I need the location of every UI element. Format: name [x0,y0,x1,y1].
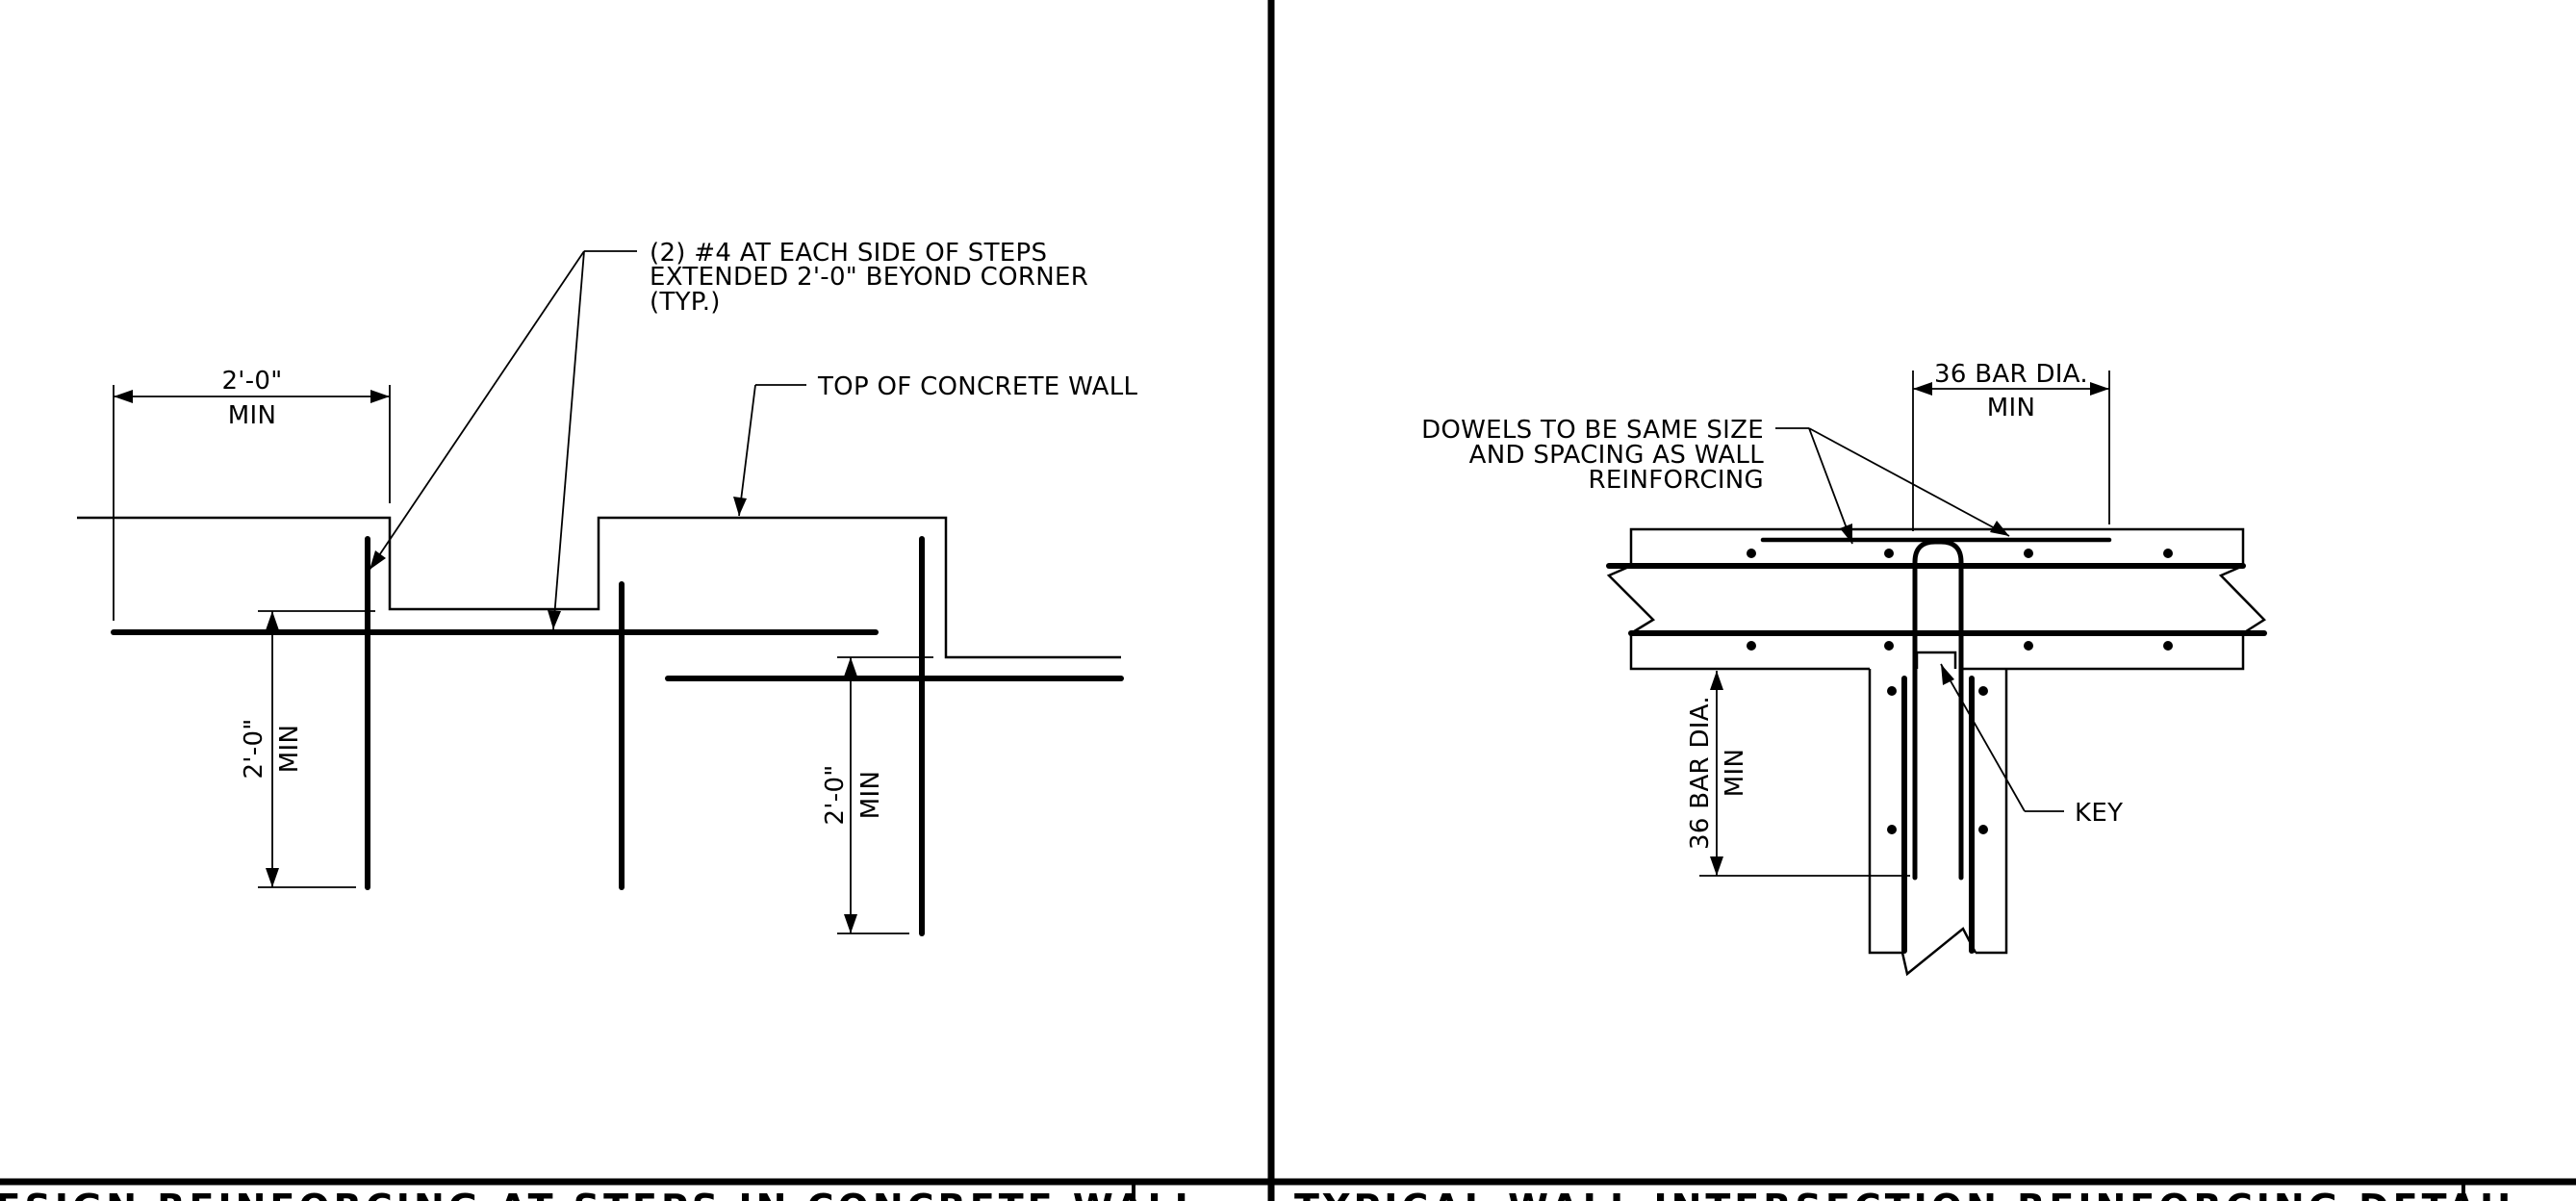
dim-vertical-label: 36 BAR DIA. [1686,696,1715,850]
callout-top-of-wall: TOP OF CONCRETE WALL [733,372,1138,517]
arrowhead [2090,382,2109,396]
wall-left-break [1606,564,1870,671]
intersecting-wall-right-face [1976,669,2008,955]
arrowhead [1990,521,2009,536]
bar-dot [1887,825,1897,834]
dowel-hairpin [1912,539,1964,881]
bar-dot [2163,641,2173,651]
arrowhead [1710,671,1723,690]
dim-horizontal-sublabel: MIN [228,401,276,430]
intersecting-wall [1868,539,2008,977]
bar-dot [1887,686,1897,696]
arrowhead [266,611,279,630]
leader-line [1940,663,2026,812]
callout-dowels: DOWELS TO BE SAME SIZE AND SPACING AS WA… [1421,416,2010,545]
dim-top-label: 36 BAR DIA. [1934,360,2088,389]
bar-dot [2024,641,2033,651]
wall-right-break [1960,564,2266,671]
arrowhead [1941,664,1954,685]
callout-key-label: KEY [2075,799,2123,828]
dim-top: 36 BAR DIA. MIN [1912,360,2110,531]
right-detail: 36 BAR DIA. MIN DOWELS TO BE SAME SIZE A… [1294,360,2524,1201]
arrowhead [1840,524,1852,544]
left-detail-title: DESIGN REINFORCING AT STEPS IN CONCRETE … [0,1187,1202,1201]
callout-bars-line-3: (TYP.) [650,288,721,317]
bar-dot [2024,549,2033,558]
bar-dot [1978,825,1988,834]
dim-vertical-left-label: 2'-0" [240,718,268,779]
bar-dot [1978,686,1988,696]
horizontal-wall [1606,527,2267,671]
bar-dot [1884,641,1894,651]
left-detail: 2'-0" MIN 2'-0" MIN 2'-0" MIN [0,239,1202,1201]
intersecting-wall-left-face [1868,669,1902,955]
arrowhead [548,610,561,629]
bar-dot [2163,549,2173,558]
dim-vertical-left: 2'-0" MIN [240,610,375,888]
callout-top-of-wall-label: TOP OF CONCRETE WALL [817,372,1138,401]
wall-top-face [1629,527,2245,566]
dim-vertical: 36 BAR DIA. MIN [1686,671,1910,877]
arrowhead [1913,382,1932,396]
callout-dowels-line-1: DOWELS TO BE SAME SIZE [1421,416,1764,445]
key-notch [1915,651,1957,669]
arrowhead [370,390,390,403]
callout-bars-line-2: EXTENDED 2'-0" BEYOND CORNER [650,263,1088,292]
bar-dot [1747,641,1756,651]
leader-line [738,384,756,517]
dim-vertical-sublabel: MIN [1721,749,1749,797]
arrowhead [1710,856,1723,876]
callout-key: KEY [1940,663,2123,828]
leader-line [369,250,585,571]
callout-bars-line-1: (2) #4 AT EACH SIDE OF STEPS [650,239,1047,268]
dim-top-sublabel: MIN [1987,394,2035,422]
arrowhead [370,550,386,570]
intersecting-wall-break [1900,927,1977,977]
callout-dowels-line-3: REINFORCING [1588,466,1764,495]
right-detail-title: TYPICAL WALL INTERSECTION REINFORCING DE… [1294,1187,2524,1201]
arrowhead [266,868,279,887]
dim-vertical-right-label: 2'-0" [821,764,850,825]
callout-bars: (2) #4 AT EACH SIDE OF STEPS EXTENDED 2'… [369,239,1088,630]
dim-vertical-right-sublabel: MIN [856,771,885,819]
dim-vertical-left-sublabel: MIN [275,725,304,773]
leader-line [552,250,585,630]
stepped-wall-outline [77,516,1121,659]
callout-dowels-line-2: AND SPACING AS WALL [1469,441,1765,470]
leader-line [1808,427,1853,545]
bar-dot [1747,549,1756,558]
dim-vertical-right: 2'-0" MIN [821,656,933,934]
dim-horizontal-label: 2'-0" [221,367,282,396]
arrowhead [844,914,857,933]
leader-line [1808,427,2010,537]
arrowhead [844,657,857,677]
arrowhead [114,390,133,403]
arrowhead [733,497,747,516]
dim-horizontal: 2'-0" MIN [113,367,391,621]
bar-dot [1884,549,1894,558]
